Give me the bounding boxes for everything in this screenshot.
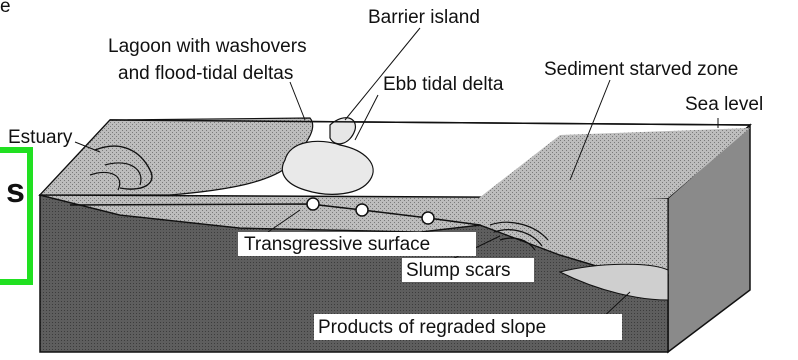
transgressive-surface-label: Transgressive surface: [244, 234, 430, 255]
barrier-island-label: Barrier island: [368, 7, 480, 28]
sediment-starved-zone-label: Sediment starved zone: [544, 59, 738, 80]
lagoon-label-line2: and flood-tidal deltas: [118, 63, 293, 84]
regraded-slope-label: Products of regraded slope: [318, 317, 546, 338]
surface-marker-1: [307, 198, 319, 210]
accent-box: [0, 150, 30, 282]
slump-scars-label: Slump scars: [406, 260, 511, 281]
surface-marker-2: [356, 204, 368, 216]
side-box-glyph: s: [6, 172, 25, 210]
ebb-tidal-delta-label: Ebb tidal delta: [383, 74, 504, 95]
sea-level-label: Sea level: [685, 94, 763, 115]
corner-fragment-label: e: [0, 0, 11, 17]
estuary-label: Estuary: [8, 127, 73, 148]
surface-marker-3: [422, 212, 434, 224]
lagoon-label-line1: Lagoon with washovers: [108, 36, 307, 57]
